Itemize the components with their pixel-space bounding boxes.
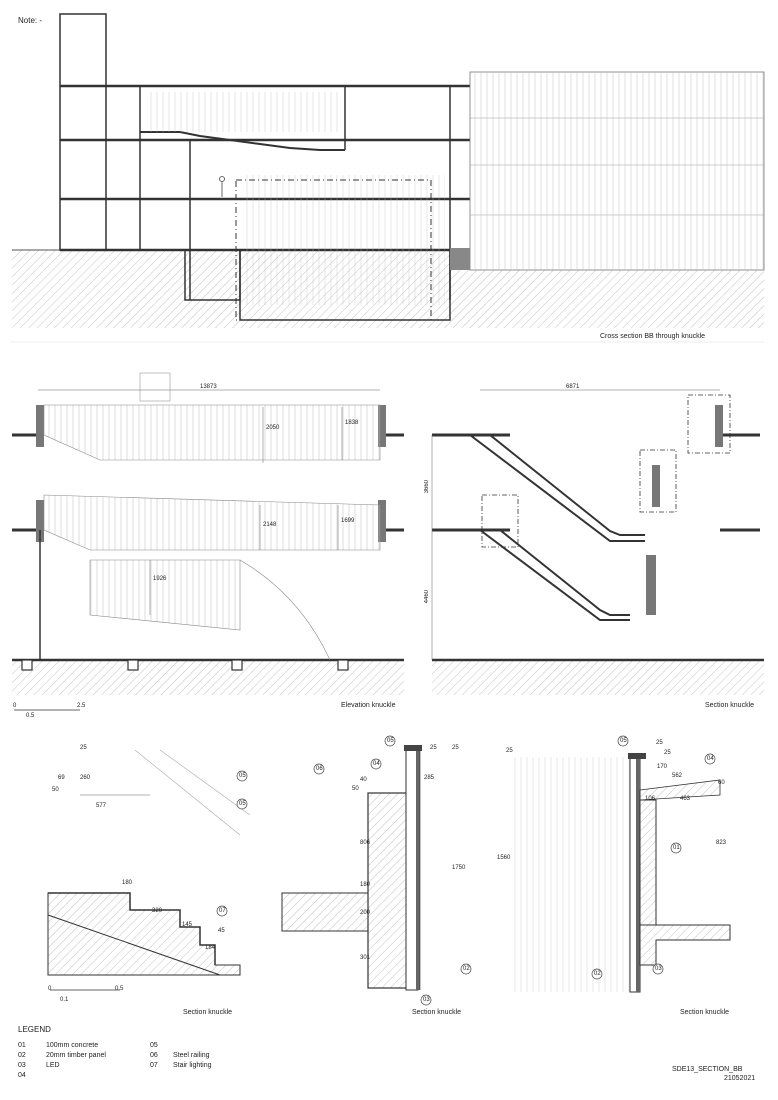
tag-03-b: 03: [423, 997, 430, 1003]
detail-c-dim-b: 25: [656, 740, 663, 746]
detail-a-dim-i: 45: [218, 928, 225, 934]
detail-a-dim-h: 145: [182, 922, 193, 928]
detail-a-dim-f: 180: [122, 880, 133, 886]
detail-b-dim-h: 200: [360, 910, 371, 916]
detail-c-dim-f: 60: [718, 780, 725, 786]
sheet-note: Note: -: [18, 16, 43, 25]
elevation-scale-mid: 0.5: [26, 713, 35, 719]
detail-a-caption: Section knuckle: [183, 1009, 233, 1016]
tag-07: 07: [219, 908, 226, 914]
detail-a-dim-b: 69: [58, 775, 65, 781]
elevation-caption: Elevation knuckle: [341, 702, 396, 709]
elevation-dim-d2: 1838: [345, 420, 359, 426]
detail-a-dim-g: 320: [152, 908, 163, 914]
detail-a-scale-end: 0.5: [115, 986, 124, 992]
detail-c-dim-h: 463: [680, 796, 691, 802]
elevation-scale-end: 2.5: [77, 703, 86, 709]
tag-03-c: 03: [655, 966, 662, 972]
elevation-dim-d5: 1926: [153, 576, 167, 582]
detail-a-scale-mid: 0.1: [60, 997, 69, 1003]
detail-b-dim-a: 25: [430, 745, 437, 751]
detail-b-dim-g: 180: [360, 882, 371, 888]
elevation-drawing: [12, 372, 404, 711]
detail-c-dim-i: 823: [716, 840, 727, 846]
tag-05-d: 05: [620, 738, 627, 744]
detail-c-caption: Section knuckle: [680, 1009, 730, 1016]
elevation-dim-d3: 2148: [263, 522, 277, 528]
section-knuckle-drawing: [431, 389, 764, 695]
tag-05-b: 05: [239, 801, 246, 807]
detail-b-dim-e: 40: [360, 777, 367, 783]
detail-a-dim-a: 25: [80, 745, 87, 751]
elevation-dim-d4: 1699: [341, 518, 355, 524]
detail-c-dim-d: 170: [657, 764, 668, 770]
legend-title: LEGEND: [18, 1025, 51, 1034]
detail-b-dim-c: 285: [424, 775, 435, 781]
detail-a-dim-e: 577: [96, 803, 107, 809]
detail-c-dim-e: 562: [672, 773, 683, 779]
sheet-code: SDE13_SECTION_BB: [672, 1066, 743, 1073]
detail-b-dim-i: 301: [360, 955, 371, 961]
detail-a-scale-start: 0: [48, 986, 52, 992]
detail-a-dim-d: 50: [52, 787, 59, 793]
detail-b-dim-j: 1750: [452, 865, 466, 871]
detail-c-drawing: [510, 753, 731, 993]
elevation-scale-start: 0: [13, 703, 17, 709]
tag-06: 06: [316, 766, 323, 772]
detail-b-dim-f: 806: [360, 840, 371, 846]
tag-04-b: 04: [373, 761, 380, 767]
section-dim-overall: 6871: [566, 384, 580, 390]
detail-c-dim-j: 1560: [497, 855, 511, 861]
detail-a-dim-c: 260: [80, 775, 91, 781]
detail-b-drawing: [281, 745, 422, 991]
section-caption: Section knuckle: [705, 702, 755, 709]
detail-b-caption: Section knuckle: [412, 1009, 462, 1016]
detail-b-dim-b: 25: [452, 745, 459, 751]
sheet-date: 21052021: [724, 1075, 756, 1082]
tag-02-c: 02: [594, 971, 601, 977]
detail-a-dim-j: 184: [205, 945, 216, 951]
tag-01: 01: [673, 845, 680, 851]
tag-04-c: 04: [707, 756, 714, 762]
elevation-dim-overall: 13873: [200, 384, 217, 390]
detail-a-drawing: [47, 749, 251, 991]
cross-section-caption: Cross section BB through knuckle: [600, 333, 706, 340]
tag-05-a: 05: [239, 773, 246, 779]
elevation-dim-d1: 2050: [266, 425, 280, 431]
detail-c-dim-a: 25: [506, 748, 513, 754]
detail-c-dim-g: 106: [645, 796, 656, 802]
detail-c-dim-c: 25: [664, 750, 671, 756]
detail-b-dim-d: 50: [352, 786, 359, 792]
tag-02-b: 02: [463, 966, 470, 972]
cross-section-drawing: [10, 13, 765, 343]
tag-05-c: 05: [387, 738, 394, 744]
